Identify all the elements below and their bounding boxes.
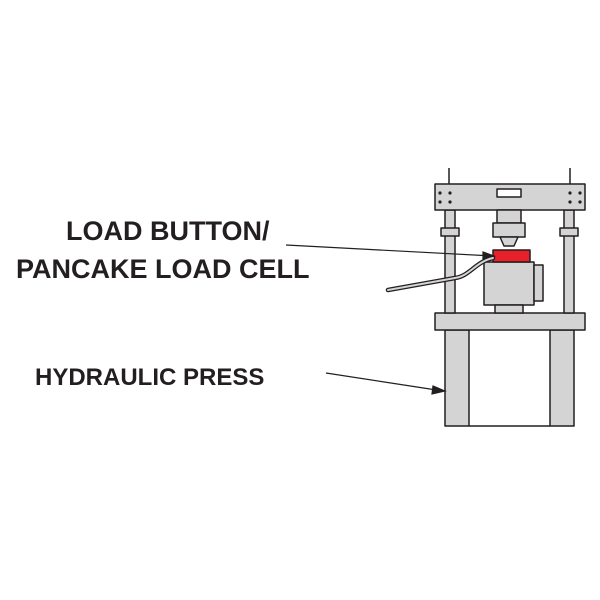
load-cell-cable [385,255,496,293]
press-right-leg [549,329,575,427]
hydraulic-press-label: HYDRAULIC PRESS [35,364,265,391]
pancake-load-cell-label-line2: PANCAKE LOAD CELL [16,254,310,284]
press-leader-arrow [431,385,447,395]
press-ram [496,209,522,224]
cylinder-base [494,304,524,314]
press-right-column [563,209,575,314]
crosshead-window [496,188,522,198]
press-platen [492,222,526,238]
left-collar [440,227,460,237]
load-button [499,236,519,247]
crosshead-bolts [438,191,582,204]
press-left-leg [444,329,470,427]
pancake-load-cell [492,249,531,263]
load-cell-leader-line [285,244,494,257]
hydraulic-cylinder [483,261,535,306]
load-cell-cable-core [387,257,494,291]
load-button-label-line1: LOAD BUTTON/ [66,216,270,246]
press-table [434,312,586,331]
right-collar [559,227,579,237]
cylinder-flange-right [533,264,544,302]
press-left-column [444,209,456,314]
press-leader-line [325,372,444,392]
